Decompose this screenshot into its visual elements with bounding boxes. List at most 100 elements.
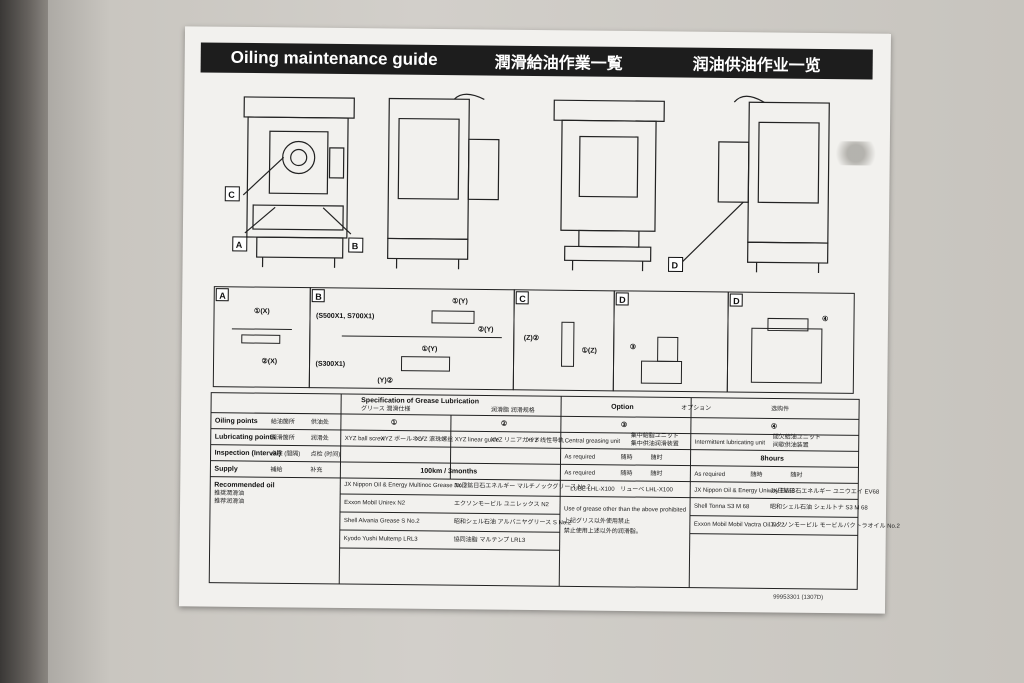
- foreground-pipe: [0, 0, 48, 683]
- detail-b-model-2: (S300X1): [315, 361, 345, 368]
- detail-a-letter: A: [219, 291, 226, 301]
- col4-oil-3-ja: エクソンモービル モービルバクトラオイル No.2: [770, 520, 901, 529]
- row-inspect-en: Inspection (Interval): [215, 450, 282, 458]
- title-chinese: 润油供油作业一览: [692, 56, 821, 75]
- option-header-zh: 选购件: [771, 404, 789, 412]
- col4-oil-3: Exxon Mobil Mobil Vactra Oil No.2: [694, 522, 785, 529]
- detail-d2-label: ④: [822, 315, 828, 323]
- col3-inspection-ja: 随時: [621, 453, 633, 461]
- row-oiling-ja: 給油箇所: [271, 417, 295, 425]
- detail-b-letter: B: [315, 292, 322, 302]
- col3-note-2: 上記グリス以外使用禁止: [564, 516, 630, 525]
- col3-supply: As required: [564, 470, 595, 476]
- row-inspect-ja: 点検 (間隔): [271, 449, 301, 457]
- side-view-right: [717, 95, 830, 273]
- row-oil-zh: 推荐润滑油: [214, 497, 244, 505]
- row-lube-ja: 潤滑箇所: [271, 433, 295, 441]
- callout-d: D: [672, 260, 679, 270]
- col4-inspection: 8hours: [761, 455, 785, 462]
- row-oiling-zh: 供油处: [311, 418, 329, 426]
- grease-oil-3-ja: 昭和シェル石油 アルバニヤグリース S No.2: [454, 517, 572, 526]
- maintenance-placard: Oiling maintenance guide 潤滑給油作業一覧 润油供油作业…: [178, 26, 901, 614]
- col3-point-ja: 集中給脂ユニット: [631, 431, 679, 440]
- col3-inspection: As required: [565, 454, 596, 460]
- col2-number: ②: [501, 420, 507, 428]
- detail-b-label-4: (Y)②: [377, 376, 393, 384]
- col4-oil-2-ja: 昭和シェル石油 シェルトナ S3 M 68: [770, 502, 868, 511]
- row-lube-en: Lubricating points: [215, 434, 276, 442]
- col3-oil: LUBE LHL-X100: [570, 486, 615, 492]
- row-inspect-zh: 点检 (时间): [311, 450, 341, 458]
- detail-b-label-1: ①(Y): [452, 297, 468, 305]
- grease-oil-4: Kyodo Yushi Multemp LRL3: [344, 536, 419, 543]
- row-oil-en: Recommended oil: [214, 482, 274, 490]
- col2-item-zh: XYZ 线性导轨: [527, 436, 564, 444]
- col1-number: ①: [391, 418, 397, 426]
- grease-oil-1: JX Nippon Oil & Energy Multinoc Grease N…: [344, 482, 467, 489]
- row-lube-zh: 润滑处: [311, 434, 329, 442]
- grease-oil-2: Exxon Mobil Unirex N2: [344, 500, 406, 507]
- detail-panels: A ①(X) ②(X) B (S500X1, S700X1) (S300X1) …: [212, 286, 855, 394]
- col3-supply-zh: 随时: [650, 469, 662, 477]
- row-supply-en: Supply: [214, 466, 238, 473]
- title-bar: Oiling maintenance guide 潤滑給油作業一覧 润油供油作业…: [200, 42, 873, 80]
- col1-item-en: XYZ ball screw: [345, 436, 386, 442]
- detail-d2-letter: D: [733, 296, 740, 306]
- lubrication-table: Specification of Grease Lubrication グリース…: [208, 392, 901, 590]
- col3-number: ③: [621, 421, 627, 429]
- title-english: Oiling maintenance guide: [230, 47, 438, 69]
- spec-header-ja: グリース 潤滑仕様: [361, 404, 410, 413]
- col3-oil-ja: リューベ LHL-X100: [620, 486, 673, 494]
- callout-b: B: [352, 241, 359, 251]
- side-view-left: [387, 93, 500, 270]
- spec-header: Specification of Grease Lubrication: [361, 397, 479, 405]
- detail-b-model-1: (S500X1, S700X1): [316, 313, 374, 321]
- detail-c-letter: C: [519, 294, 526, 304]
- col4-supply: As required: [694, 472, 725, 478]
- row-supply-ja: 補給: [270, 465, 282, 473]
- col2-item-en: XYZ linear guide: [455, 437, 500, 443]
- col4-oil-1-ja: JX日鉱日石エネルギー ユニウエイ EV68: [770, 486, 880, 495]
- option-header-ja: オプション: [681, 405, 711, 412]
- col1-item-zh: XYZ 滚珠螺丝: [416, 435, 453, 443]
- grease-interval: 100km / 3months: [420, 468, 477, 476]
- col3-point-zh: 集中供油润滑装置: [631, 439, 679, 448]
- col4-point: Intermittent lubricating unit: [695, 440, 766, 447]
- grease-oil-3: Shell Alvania Grease S No.2: [344, 518, 420, 525]
- col1-item-ja: XYZ ボールネジ: [381, 434, 424, 442]
- col3-point: Central greasing unit: [565, 438, 621, 445]
- machine-views: C A B D: [224, 93, 830, 273]
- spec-header-zh: 润滑脂 润滑规格: [491, 406, 535, 414]
- detail-a-label-1: ①(X): [254, 307, 270, 315]
- detail-b-label-2: ②(Y): [478, 325, 494, 333]
- col4-supply-ja: 随時: [750, 470, 762, 478]
- callout-c: C: [228, 190, 235, 200]
- grease-oil-4-ja: 協同油脂 マルテンプ LRL3: [454, 535, 526, 544]
- rear-view: [553, 99, 665, 272]
- col4-point-zh: 间歇供油装置: [773, 440, 809, 448]
- title-japanese: 潤滑給油作業一覧: [494, 54, 623, 73]
- detail-c-label-2: ①(Z): [582, 346, 597, 354]
- col4-oil-1: JX Nippon Oil & Energy Uniway EV68: [694, 488, 795, 495]
- col4-oil-2: Shell Tonna S3 M 68: [694, 504, 750, 511]
- option-header: Option: [611, 404, 634, 411]
- col4-number: ④: [771, 422, 777, 430]
- detail-a-label-2: ②(X): [262, 357, 278, 365]
- row-oil-ja: 推奨潤滑油: [214, 489, 244, 497]
- detail-b-label-3: ①(Y): [422, 345, 438, 353]
- part-number: 99953301 (1307D): [773, 594, 824, 602]
- detail-c-label-1: (Z)②: [524, 334, 539, 342]
- callout-a: A: [236, 240, 243, 250]
- col3-inspection-zh: 随时: [651, 453, 663, 461]
- grease-oil-2-ja: エクソンモービル ユニレックス N2: [454, 499, 550, 508]
- row-supply-zh: 补充: [310, 466, 322, 474]
- col2-item-ja: XYZ リニアガイド: [491, 436, 540, 445]
- detail-d1-letter: D: [619, 295, 626, 305]
- col4-point-ja: 間欠給油ユニット: [773, 432, 821, 441]
- grease-oil-1-ja: JX日鉱日石エネルギー マルチノックグリース No.2: [454, 481, 591, 490]
- col3-note-3: 禁止使用上述以外的润滑脂。: [564, 526, 642, 535]
- detail-d1-label: ③: [630, 343, 636, 351]
- col3-note-1: Use of grease other than the above prohi…: [564, 506, 686, 513]
- col4-supply-zh: 随时: [790, 471, 802, 479]
- row-oiling-en: Oiling points: [215, 418, 258, 425]
